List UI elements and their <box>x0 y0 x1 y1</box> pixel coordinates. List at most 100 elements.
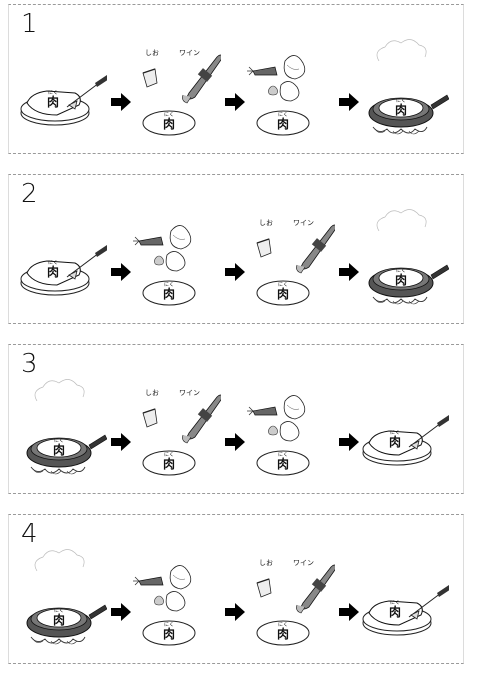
meat-reading: にく <box>48 260 58 266</box>
meat-reading: にく <box>390 430 400 436</box>
vegetables-icon: にく 肉 <box>133 225 196 306</box>
meat-label: 肉 <box>47 264 59 279</box>
salt-label: しお <box>259 219 273 227</box>
meat-reading: にく <box>164 452 174 458</box>
garlic-icon <box>154 251 186 272</box>
salt-shaker-icon <box>142 408 158 428</box>
wine-label: ワイン <box>293 219 314 227</box>
step-fry: にく 肉 <box>17 371 108 487</box>
step-season: しお ワイン にく 肉 <box>131 31 224 147</box>
meat-label: 肉 <box>395 272 407 287</box>
vegetables-icon: にく 肉 <box>247 395 310 476</box>
arrow-right-icon <box>339 603 359 621</box>
panel-number: 2 <box>21 179 38 209</box>
meat-reading: にく <box>164 622 174 628</box>
garlic-icon <box>268 421 300 442</box>
meat-reading: にく <box>390 600 400 606</box>
step-veggies: にく 肉 <box>245 31 335 147</box>
arrow-right-icon <box>111 603 131 621</box>
meat-label: 肉 <box>389 604 401 619</box>
panel-number: 3 <box>21 349 38 379</box>
meat-label: 肉 <box>53 442 65 457</box>
arrow-right-icon <box>225 263 245 281</box>
meat-reading: にく <box>164 112 174 118</box>
wine-label: ワイン <box>179 389 200 397</box>
meat-reading: にく <box>278 452 288 458</box>
salt-wine-seasoning-icon: しお ワイン にく 肉 <box>142 389 224 476</box>
meat-label: 肉 <box>163 286 175 301</box>
wine-label: ワイン <box>293 559 314 567</box>
garlic-icon <box>154 591 186 612</box>
wine-bottle-icon <box>296 564 338 614</box>
carrot-icon <box>247 406 278 416</box>
arrow-right-icon <box>225 433 245 451</box>
cutting-board-meat-icon: にく 肉 <box>362 585 451 636</box>
meat-reading: にく <box>48 90 58 96</box>
arrow-right-icon <box>339 433 359 451</box>
step-fry: にく 肉 <box>17 541 108 657</box>
meat-reading: にく <box>54 608 64 614</box>
meat-reading: にく <box>278 112 288 118</box>
cutting-board-meat-icon: にく 肉 <box>20 245 109 296</box>
step-veggies: にく 肉 <box>245 371 335 487</box>
meat-label: 肉 <box>277 286 289 301</box>
vegetables-icon: にく 肉 <box>247 55 310 136</box>
salt-shaker-icon <box>256 578 272 598</box>
onion-icon <box>169 565 192 590</box>
wine-bottle-icon <box>296 224 338 274</box>
arrow-right-icon <box>111 263 131 281</box>
vegetables-icon: にく 肉 <box>133 565 196 646</box>
meat-label: 肉 <box>47 94 59 109</box>
sequence-panel-4: 4 にく 肉 にく 肉 しお ワイン <box>8 514 464 664</box>
wine-bottle-icon <box>182 394 224 444</box>
carrot-icon <box>247 66 278 76</box>
arrow-right-icon <box>339 93 359 111</box>
step-fry: にく 肉 <box>359 201 450 317</box>
step-season: しお ワイン にく 肉 <box>245 541 338 657</box>
step-cut: にく 肉 <box>359 371 451 487</box>
frying-pan-meat-icon: にく 肉 <box>26 549 108 645</box>
step-veggies: にく 肉 <box>131 541 221 657</box>
step-season: しお ワイン にく 肉 <box>131 371 224 487</box>
salt-label: しお <box>259 559 273 567</box>
wine-label: ワイン <box>179 49 200 57</box>
frying-pan-meat-icon: にく 肉 <box>368 209 450 305</box>
salt-shaker-icon <box>256 238 272 258</box>
meat-label: 肉 <box>277 626 289 641</box>
frying-pan-meat-icon: にく 肉 <box>26 379 108 475</box>
meat-label: 肉 <box>277 456 289 471</box>
onion-icon <box>283 395 306 420</box>
salt-wine-seasoning-icon: しお ワイン にく 肉 <box>142 49 224 136</box>
step-veggies: にく 肉 <box>131 201 221 317</box>
garlic-icon <box>268 81 300 102</box>
meat-reading: にく <box>278 622 288 628</box>
meat-reading: にく <box>54 438 64 444</box>
meat-reading: にく <box>396 98 406 104</box>
onion-icon <box>283 55 306 80</box>
cutting-board-meat-icon: にく 肉 <box>20 75 109 126</box>
arrow-right-icon <box>111 93 131 111</box>
step-cut: にく 肉 <box>359 541 451 657</box>
salt-shaker-icon <box>142 68 158 88</box>
onion-icon <box>169 225 192 250</box>
meat-label: 肉 <box>163 456 175 471</box>
step-season: しお ワイン にく 肉 <box>245 201 338 317</box>
sequence-panel-3: 3 にく 肉 しお ワイン にく 肉 <box>8 344 464 494</box>
meat-reading: にく <box>396 268 406 274</box>
sequence-panel-2: 2 にく 肉 にく 肉 しお ワイン <box>8 174 464 324</box>
arrow-right-icon <box>111 433 131 451</box>
step-fry: にく 肉 <box>359 31 450 147</box>
meat-label: 肉 <box>389 434 401 449</box>
meat-reading: にく <box>164 282 174 288</box>
meat-label: 肉 <box>163 116 175 131</box>
wine-bottle-icon <box>182 54 224 104</box>
carrot-icon <box>133 576 164 586</box>
panel-number: 1 <box>21 9 38 39</box>
arrow-right-icon <box>225 93 245 111</box>
cutting-board-meat-icon: にく 肉 <box>362 415 451 466</box>
frying-pan-meat-icon: にく 肉 <box>368 39 450 135</box>
salt-label: しお <box>145 49 159 57</box>
salt-label: しお <box>145 389 159 397</box>
meat-reading: にく <box>278 282 288 288</box>
salt-wine-seasoning-icon: しお ワイン にく 肉 <box>256 219 338 306</box>
